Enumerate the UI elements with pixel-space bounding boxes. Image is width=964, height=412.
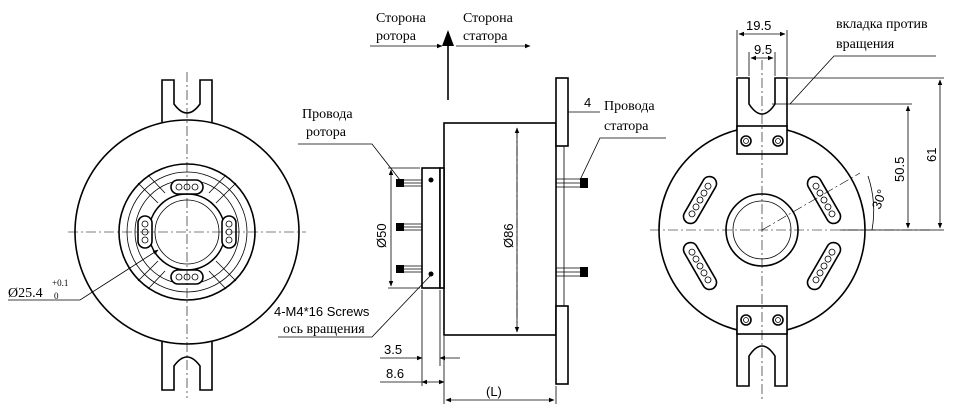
rotation-axis-label: ось вращения — [283, 322, 365, 337]
right-rear-view: 19.5 9.5 вкладка против вращения 50.5 61… — [650, 17, 944, 400]
rotor-side-label-2: ротора — [376, 29, 417, 44]
tab-slot-width: 9.5 — [754, 42, 772, 57]
screws-label: 4-M4*16 Screws — [274, 304, 370, 319]
stator-wires-label-1: Провода — [604, 99, 655, 114]
stator-side-label-1: Сторона — [463, 11, 514, 26]
dim-length: (L) — [486, 384, 502, 399]
stator-wires-label-2: статора — [604, 119, 649, 134]
bore-tolerance-upper: +0.1 — [52, 278, 68, 288]
stator-wires — [556, 178, 588, 277]
side-view: Сторона ротора Сторона статора Ø86 — [274, 11, 666, 404]
rotor-wires — [396, 179, 422, 273]
bore-tolerance-lower: 0 — [54, 291, 59, 301]
anti-rotation-label-2: вращения — [836, 37, 895, 52]
dim-8-6: 8.6 — [386, 366, 404, 381]
tab-width: 19.5 — [746, 18, 771, 33]
body-diameter: Ø86 — [501, 223, 516, 248]
flange-thickness: 4 — [584, 95, 591, 110]
rotor-wires-label-2: ротора — [306, 125, 347, 140]
tab-screws — [740, 135, 784, 326]
rotor-wires-label-1: Провода — [302, 107, 353, 122]
bore-dimension: Ø25.4 — [8, 286, 43, 301]
rotor-side-label-1: Сторона — [376, 11, 427, 26]
flange-diameter: Ø50 — [374, 223, 389, 248]
dim-3-5: 3.5 — [384, 342, 402, 357]
height-61: 61 — [924, 148, 939, 162]
height-50-5: 50.5 — [892, 157, 907, 182]
angle-30: 30° — [869, 187, 890, 211]
anti-rotation-label-1: вкладка против — [836, 17, 928, 32]
left-front-view: Ø25.4 +0.1 0 — [8, 72, 306, 398]
stator-side-label-2: статора — [463, 29, 508, 44]
stator-terminals — [682, 175, 842, 291]
